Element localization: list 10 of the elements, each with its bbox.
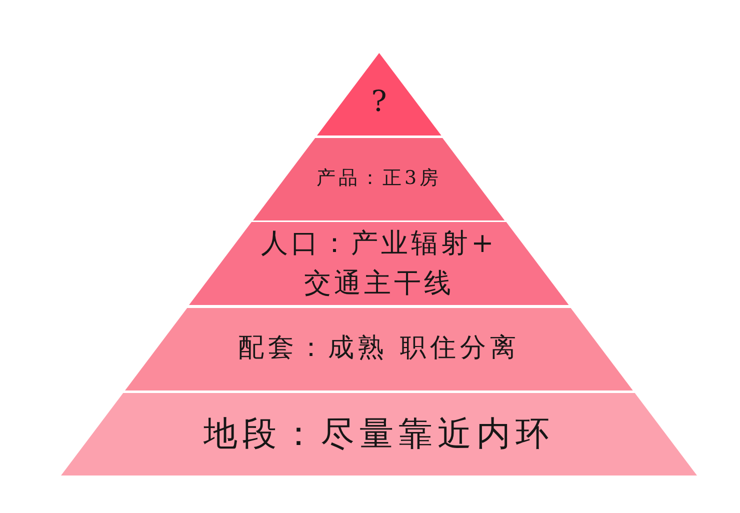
tier-label: 人口：产业辐射+交通主干线 — [260, 227, 498, 300]
tier-label: 地段：尽量靠近内环 — [204, 412, 554, 456]
tier-label: 配套：成熟 职住分离 — [238, 332, 520, 365]
tier-label: 产品：正3房 — [316, 166, 442, 192]
pyramid-tier — [125, 308, 633, 390]
pyramid-tier — [189, 222, 569, 305]
pyramid-tier — [253, 138, 505, 220]
tier-label: ? — [371, 84, 387, 119]
pyramid-tier — [61, 392, 697, 475]
pyramid-apex-triangle — [316, 53, 442, 136]
